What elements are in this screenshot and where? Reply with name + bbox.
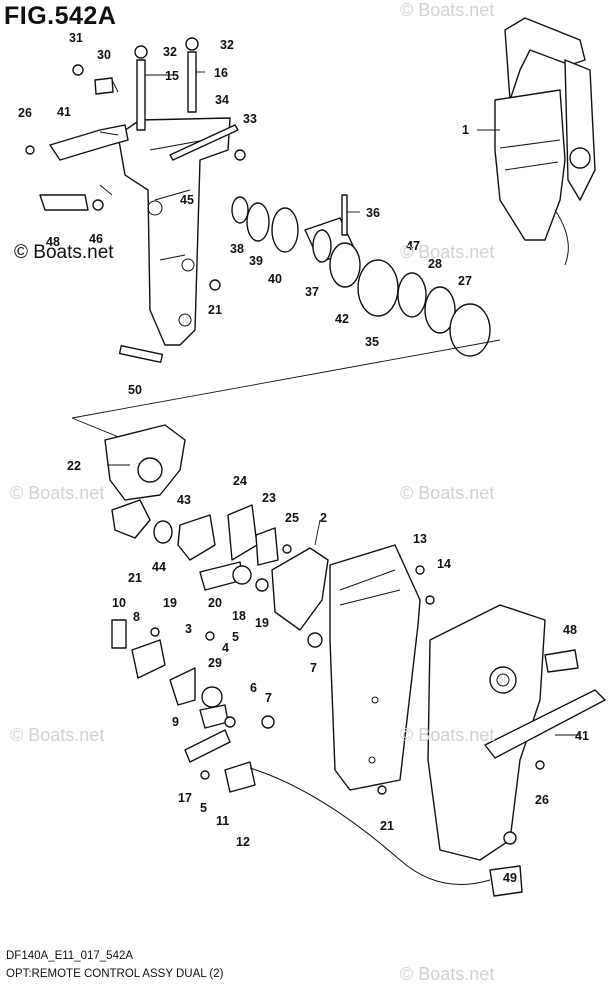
callout-17: 17 (178, 791, 192, 805)
callout-23: 23 (262, 491, 276, 505)
callout-43: 43 (177, 493, 191, 507)
callout-4: 4 (222, 641, 229, 655)
upper-studs-part (72, 37, 246, 161)
lower-plate-part (329, 544, 435, 795)
callout-2: 2 (320, 511, 327, 525)
upper-bracket-part (117, 117, 231, 346)
callout-21-lower-left: 21 (128, 571, 142, 585)
watermark: © Boats.net (400, 0, 495, 20)
callout-42: 42 (335, 312, 349, 326)
callout-30: 30 (97, 48, 111, 62)
lower-middle-parts (153, 504, 329, 648)
figure-model-code: DF140A_E11_017_542A (6, 950, 134, 962)
figure-title: FIG.542A (4, 2, 117, 30)
callout-21-upper: 21 (208, 303, 222, 317)
watermark: © Boats.net (10, 483, 105, 503)
callout-50: 50 (128, 383, 142, 397)
callout-19-right: 19 (255, 616, 269, 630)
callout-29: 29 (208, 656, 222, 670)
callout-20: 20 (208, 596, 222, 610)
upper-left-plate-part (25, 124, 129, 211)
callout-36: 36 (366, 206, 380, 220)
callout-7-left: 7 (310, 661, 317, 675)
callout-14: 14 (437, 557, 451, 571)
callout-27: 27 (458, 274, 472, 288)
callout-34: 34 (215, 93, 229, 107)
callout-6: 6 (250, 681, 257, 695)
watermark: © Boats.net (400, 483, 495, 503)
callout-48-lower: 48 (563, 623, 577, 637)
callout-32-left: 32 (163, 45, 177, 59)
callout-26-lower: 26 (535, 793, 549, 807)
callout-12: 12 (236, 835, 250, 849)
watermark-prominent: © Boats.net (14, 242, 114, 263)
callout-11: 11 (216, 814, 229, 828)
callout-47: 47 (406, 239, 420, 253)
callout-leader-lines (99, 71, 580, 736)
callout-26-upper: 26 (18, 106, 32, 120)
callout-1: 1 (462, 123, 469, 137)
callout-25: 25 (285, 511, 299, 525)
callout-9: 9 (172, 715, 179, 729)
callout-numbers: 1 2 3 5 4 6 7 8 9 10 11 12 13 14 15 16 1… (18, 31, 589, 885)
remote-control-handle-part (494, 17, 596, 266)
callout-28: 28 (428, 257, 442, 271)
callout-22: 22 (67, 459, 81, 473)
callout-45: 45 (180, 193, 194, 207)
callout-44: 44 (152, 560, 166, 574)
lower-housing-part (104, 424, 186, 539)
callout-21-lower-right: 21 (380, 819, 394, 833)
callout-16: 16 (214, 66, 228, 80)
callout-49: 49 (503, 871, 517, 885)
watermark: © Boats.net (400, 242, 495, 262)
callout-32-right: 32 (220, 38, 234, 52)
callout-13: 13 (413, 532, 427, 546)
callout-7-right: 7 (265, 691, 272, 705)
callout-19-left: 19 (163, 596, 177, 610)
callout-46: 46 (89, 232, 103, 246)
upper-exploded-guideline (71, 339, 501, 419)
callout-24: 24 (233, 474, 247, 488)
lower-left-small-parts (111, 619, 523, 897)
callout-40: 40 (268, 272, 282, 286)
callout-37: 37 (305, 285, 319, 299)
callout-3: 3 (185, 622, 192, 636)
callout-38: 38 (230, 242, 244, 256)
watermark: © Boats.net (400, 964, 495, 984)
callout-5-lower: 5 (200, 801, 207, 815)
upper-gear-stack-part (118, 194, 491, 363)
callout-41-lower: 41 (575, 729, 589, 743)
callout-10: 10 (112, 596, 126, 610)
callout-18: 18 (232, 609, 246, 623)
callout-8: 8 (133, 610, 140, 624)
callout-48-upper: 48 (46, 235, 60, 249)
figure-description: OPT:REMOTE CONTROL ASSY DUAL (2) (6, 968, 224, 980)
watermark: © Boats.net (10, 725, 105, 745)
watermark: © Boats.net (400, 725, 495, 745)
lower-right-handle-housing-part (427, 604, 606, 861)
callout-15: 15 (165, 69, 179, 83)
callout-39: 39 (249, 254, 263, 268)
callout-41-upper: 41 (57, 105, 71, 119)
callout-5-upper: 5 (232, 630, 239, 644)
callout-35: 35 (365, 335, 379, 349)
callout-33: 33 (243, 112, 257, 126)
callout-31: 31 (69, 31, 83, 45)
